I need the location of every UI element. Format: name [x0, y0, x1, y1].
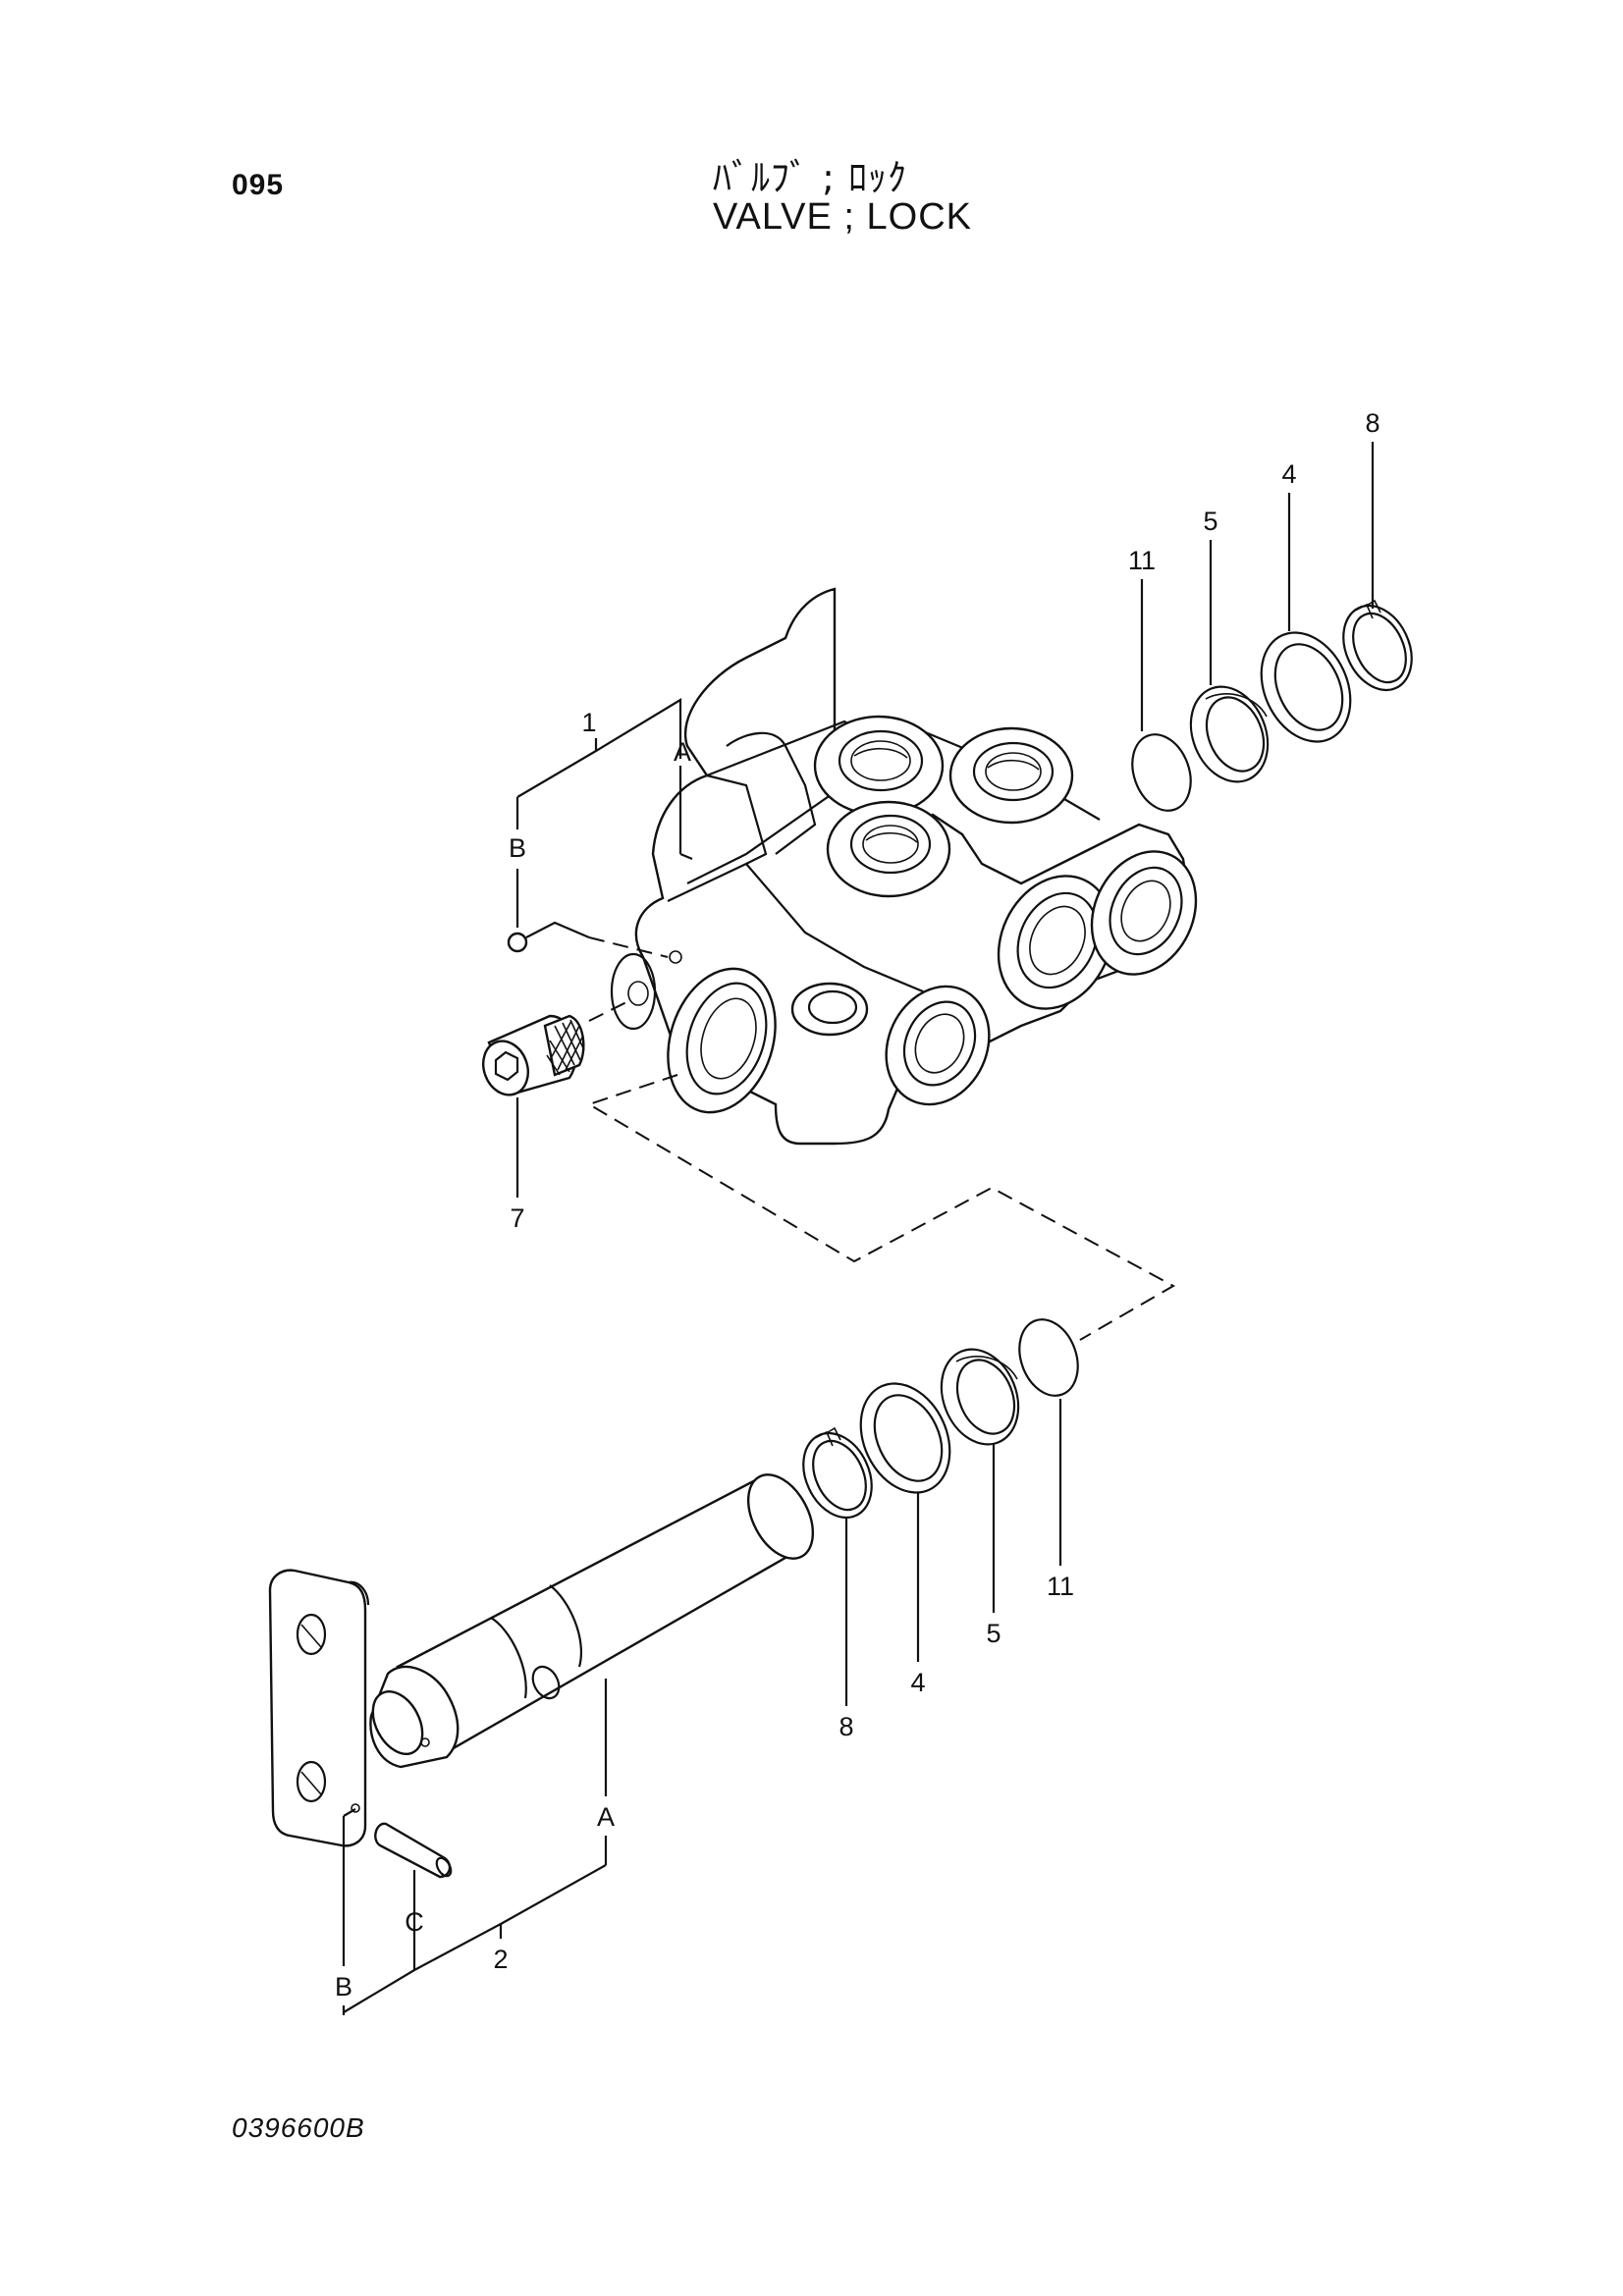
page-number: 095 — [232, 169, 285, 201]
top-port-left — [813, 715, 945, 817]
side-port-upper-right — [1090, 850, 1198, 976]
title-japanese: ﾊﾞﾙﾌﾞ ; ﾛｯｸ — [713, 156, 907, 199]
upper-snap-ring — [1342, 599, 1413, 692]
lower-label-part-8: 8 — [839, 1712, 853, 1741]
lever-plate — [268, 1569, 370, 1847]
lower-label-part-4: 4 — [910, 1668, 925, 1697]
top-port-right — [948, 726, 1074, 825]
upper-backup-ring — [1189, 685, 1270, 783]
spool-bore — [667, 967, 777, 1114]
upper-label-ref-a: A — [674, 737, 691, 767]
title-english: VALVE ; LOCK — [713, 196, 973, 238]
lower-label-ref-a: A — [597, 1802, 615, 1832]
detent-hole — [610, 952, 657, 1031]
lower-label-part-5: 5 — [986, 1619, 1001, 1648]
upper-washer — [1260, 631, 1352, 743]
spring-pin — [374, 1822, 453, 1879]
upper-small-parts-leaders — [1140, 442, 1375, 731]
lower-snap-ring — [802, 1426, 873, 1520]
upper-label-part-8: 8 — [1365, 408, 1380, 438]
upper-label-part-1: 1 — [581, 708, 596, 737]
upper-label-ref-b: B — [509, 833, 526, 863]
lower-o-ring — [1018, 1318, 1079, 1397]
upper-label-part-4: 4 — [1281, 459, 1296, 489]
lower-backup-ring — [940, 1348, 1020, 1446]
top-port-front — [826, 800, 951, 898]
upper-label-part-11: 11 — [1128, 546, 1156, 575]
side-port-upper — [997, 875, 1114, 1010]
lower-washer — [859, 1382, 951, 1494]
drawing-code: 0396600B — [232, 2112, 365, 2143]
lower-label-part-2: 2 — [493, 1945, 508, 1974]
upper-o-ring — [1131, 733, 1192, 812]
valve-body — [610, 587, 1198, 1146]
lower-callout-leaders — [342, 1679, 608, 2015]
lower-label-ref-c: C — [405, 1907, 424, 1937]
lower-small-parts-leaders — [844, 1399, 1062, 1706]
spool — [369, 1473, 815, 1769]
detent-plug — [482, 1014, 585, 1096]
lower-label-part-11: 11 — [1047, 1572, 1074, 1601]
lower-label-ref-b: B — [335, 1972, 352, 2002]
upper-callout-leaders — [507, 698, 1176, 1341]
upper-label-part-7: 7 — [510, 1203, 524, 1233]
side-port-lower — [885, 985, 991, 1106]
upper-label-part-5: 5 — [1203, 507, 1217, 536]
